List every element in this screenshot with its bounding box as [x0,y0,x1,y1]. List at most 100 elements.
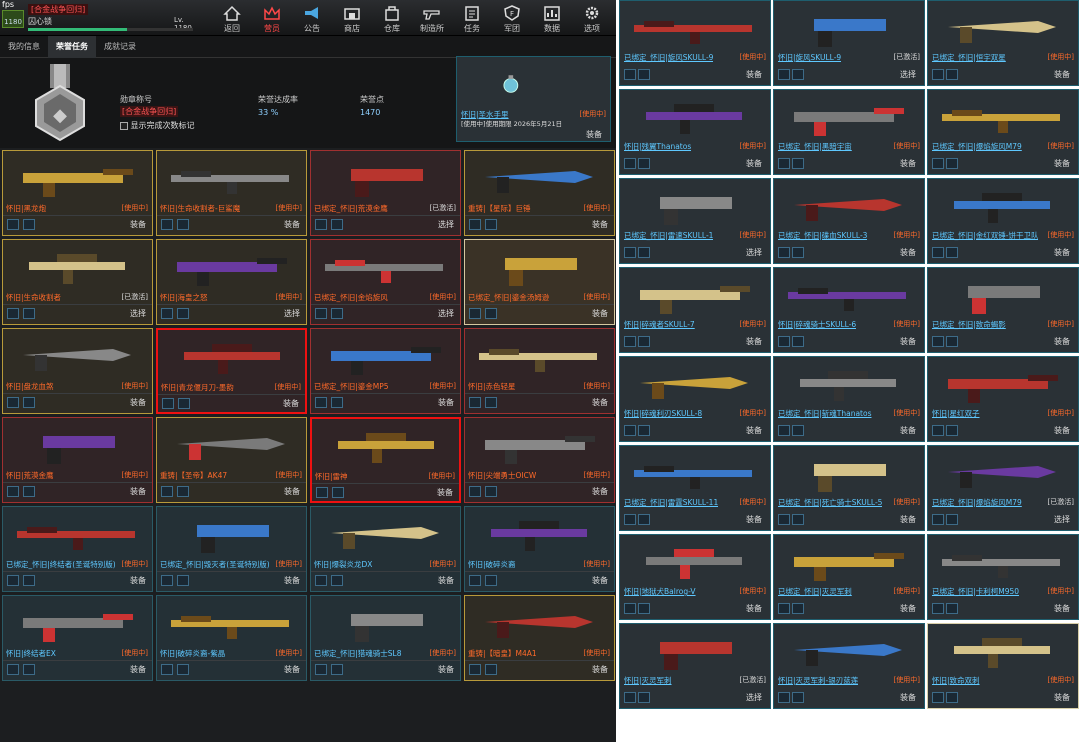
nav-shop[interactable]: 商店 [332,0,372,36]
item-action-button[interactable]: 装备 [746,337,762,346]
star-icon[interactable] [161,308,173,319]
featured-item-card[interactable]: 怀旧|圣水手里 [使用中] [使用中]使用期限 2026年5月21日 装备 [456,56,611,142]
star-icon[interactable] [469,575,481,586]
item-card[interactable]: 怀旧|雷神[使用中]装备 [310,417,461,503]
star-icon[interactable] [7,575,19,586]
item-action-button[interactable]: 装备 [746,604,762,613]
nav-warehouse[interactable]: 仓库 [372,0,412,36]
item-action-button[interactable]: 装备 [900,426,916,435]
star-icon[interactable] [469,486,481,497]
item-action-button[interactable]: 选择 [130,309,146,318]
item-action-button[interactable]: 装备 [592,576,608,585]
star-icon[interactable] [932,336,944,347]
lock-icon[interactable] [792,158,804,169]
star-icon[interactable] [161,664,173,675]
item-action-button[interactable]: 装备 [746,515,762,524]
lock-icon[interactable] [946,336,958,347]
lock-icon[interactable] [792,69,804,80]
lock-icon[interactable] [946,69,958,80]
star-icon[interactable] [316,487,328,498]
item-action-button[interactable]: 装备 [746,426,762,435]
item-action-button[interactable]: 装备 [592,487,608,496]
star-icon[interactable] [932,603,944,614]
item-action-button[interactable]: 装备 [1054,604,1070,613]
item-card[interactable]: 怀旧|爆裂炎龙DX[使用中]装备 [310,506,461,592]
star-icon[interactable] [7,397,19,408]
item-action-button[interactable]: 装备 [130,487,146,496]
lock-icon[interactable] [23,308,35,319]
lock-icon[interactable] [177,219,189,230]
item-card[interactable]: 怀旧|灭灵军刺-银刃蓝莲[使用中]装备 [773,623,925,709]
lock-icon[interactable] [23,219,35,230]
star-icon[interactable] [778,514,790,525]
item-card[interactable]: 重铸|【圣帝】AK47[使用中]装备 [156,417,307,503]
item-card[interactable]: 已绑定_怀旧|金红双锤-饼干卫队[使用中]装备 [927,178,1079,264]
item-action-button[interactable]: 装备 [1054,248,1070,257]
lock-icon[interactable] [792,692,804,703]
show-count-checkbox[interactable]: 显示完成次数标记 [120,120,195,131]
checkbox-box[interactable] [120,121,128,130]
tab-0[interactable]: 我的信息 [8,42,40,51]
lock-icon[interactable] [638,158,650,169]
star-icon[interactable] [161,575,173,586]
star-icon[interactable] [162,398,174,409]
lock-icon[interactable] [331,308,343,319]
lock-icon[interactable] [792,336,804,347]
star-icon[interactable] [7,219,19,230]
item-card[interactable]: 重铸|【暗皇】M4A1[使用中]装备 [464,595,615,681]
item-action-button[interactable]: 装备 [900,248,916,257]
item-card[interactable]: 已绑定_怀旧|鎏金MP5[使用中]装备 [310,328,461,414]
item-card[interactable]: 已绑定_怀旧|黑暗宇宙[使用中]装备 [773,89,925,175]
lock-icon[interactable] [946,603,958,614]
item-action-button[interactable]: 装备 [283,399,299,408]
item-action-button[interactable]: 选择 [900,70,916,79]
item-card[interactable]: 已绑定_怀旧|爆焰旋风M79[已激活]选择 [927,445,1079,531]
item-card[interactable]: 怀旧|海皇之怒[使用中]选择 [156,239,307,325]
item-action-button[interactable]: 装备 [1054,159,1070,168]
lock-icon[interactable] [177,575,189,586]
item-card[interactable]: 已绑定_怀旧|死亡骑士SKULL-5[使用中]装备 [773,445,925,531]
lock-icon[interactable] [23,664,35,675]
star-icon[interactable] [315,397,327,408]
lock-icon[interactable] [485,219,497,230]
item-card[interactable]: 已绑定_怀旧|雷霆SKULL-11[使用中]装备 [619,445,771,531]
lock-icon[interactable] [485,397,497,408]
lock-icon[interactable] [638,603,650,614]
lock-icon[interactable] [792,425,804,436]
lock-icon[interactable] [792,603,804,614]
star-icon[interactable] [778,425,790,436]
star-icon[interactable] [778,247,790,258]
star-icon[interactable] [624,692,636,703]
item-card[interactable]: 怀旧|青龙偃月刀-墨韵[使用中]装备 [156,328,307,414]
lock-icon[interactable] [946,692,958,703]
nav-crown[interactable]: 营员 [252,0,292,36]
star-icon[interactable] [161,219,173,230]
lock-icon[interactable] [792,514,804,525]
lock-icon[interactable] [638,336,650,347]
lock-icon[interactable] [946,425,958,436]
item-card[interactable]: 怀旧|终结者EX[使用中]装备 [2,595,153,681]
item-action-button[interactable]: 装备 [592,665,608,674]
nav-megaphone[interactable]: 公告 [292,0,332,36]
lock-icon[interactable] [23,486,35,497]
lock-icon[interactable] [638,247,650,258]
lock-icon[interactable] [332,487,344,498]
lock-icon[interactable] [177,308,189,319]
star-icon[interactable] [161,486,173,497]
lock-icon[interactable] [485,664,497,675]
item-card[interactable]: 怀旧|盘龙血煞[使用中]装备 [2,328,153,414]
star-icon[interactable] [315,664,327,675]
item-action-button[interactable]: 装备 [592,398,608,407]
item-action-button[interactable]: 装备 [1054,693,1070,702]
star-icon[interactable] [469,664,481,675]
item-card[interactable]: 已绑定_怀旧|旋风SKULL-9[使用中]装备 [619,0,771,86]
star-icon[interactable] [932,69,944,80]
item-card[interactable]: 已绑定_怀旧|灭灵军刺[使用中]装备 [773,534,925,620]
item-card[interactable]: 怀旧|碎魂骑士SKULL-6[使用中]装备 [773,267,925,353]
lock-icon[interactable] [178,398,190,409]
star-icon[interactable] [469,219,481,230]
item-action-button[interactable]: 装备 [1054,337,1070,346]
item-action-button[interactable]: 装备 [438,576,454,585]
lock-icon[interactable] [177,664,189,675]
